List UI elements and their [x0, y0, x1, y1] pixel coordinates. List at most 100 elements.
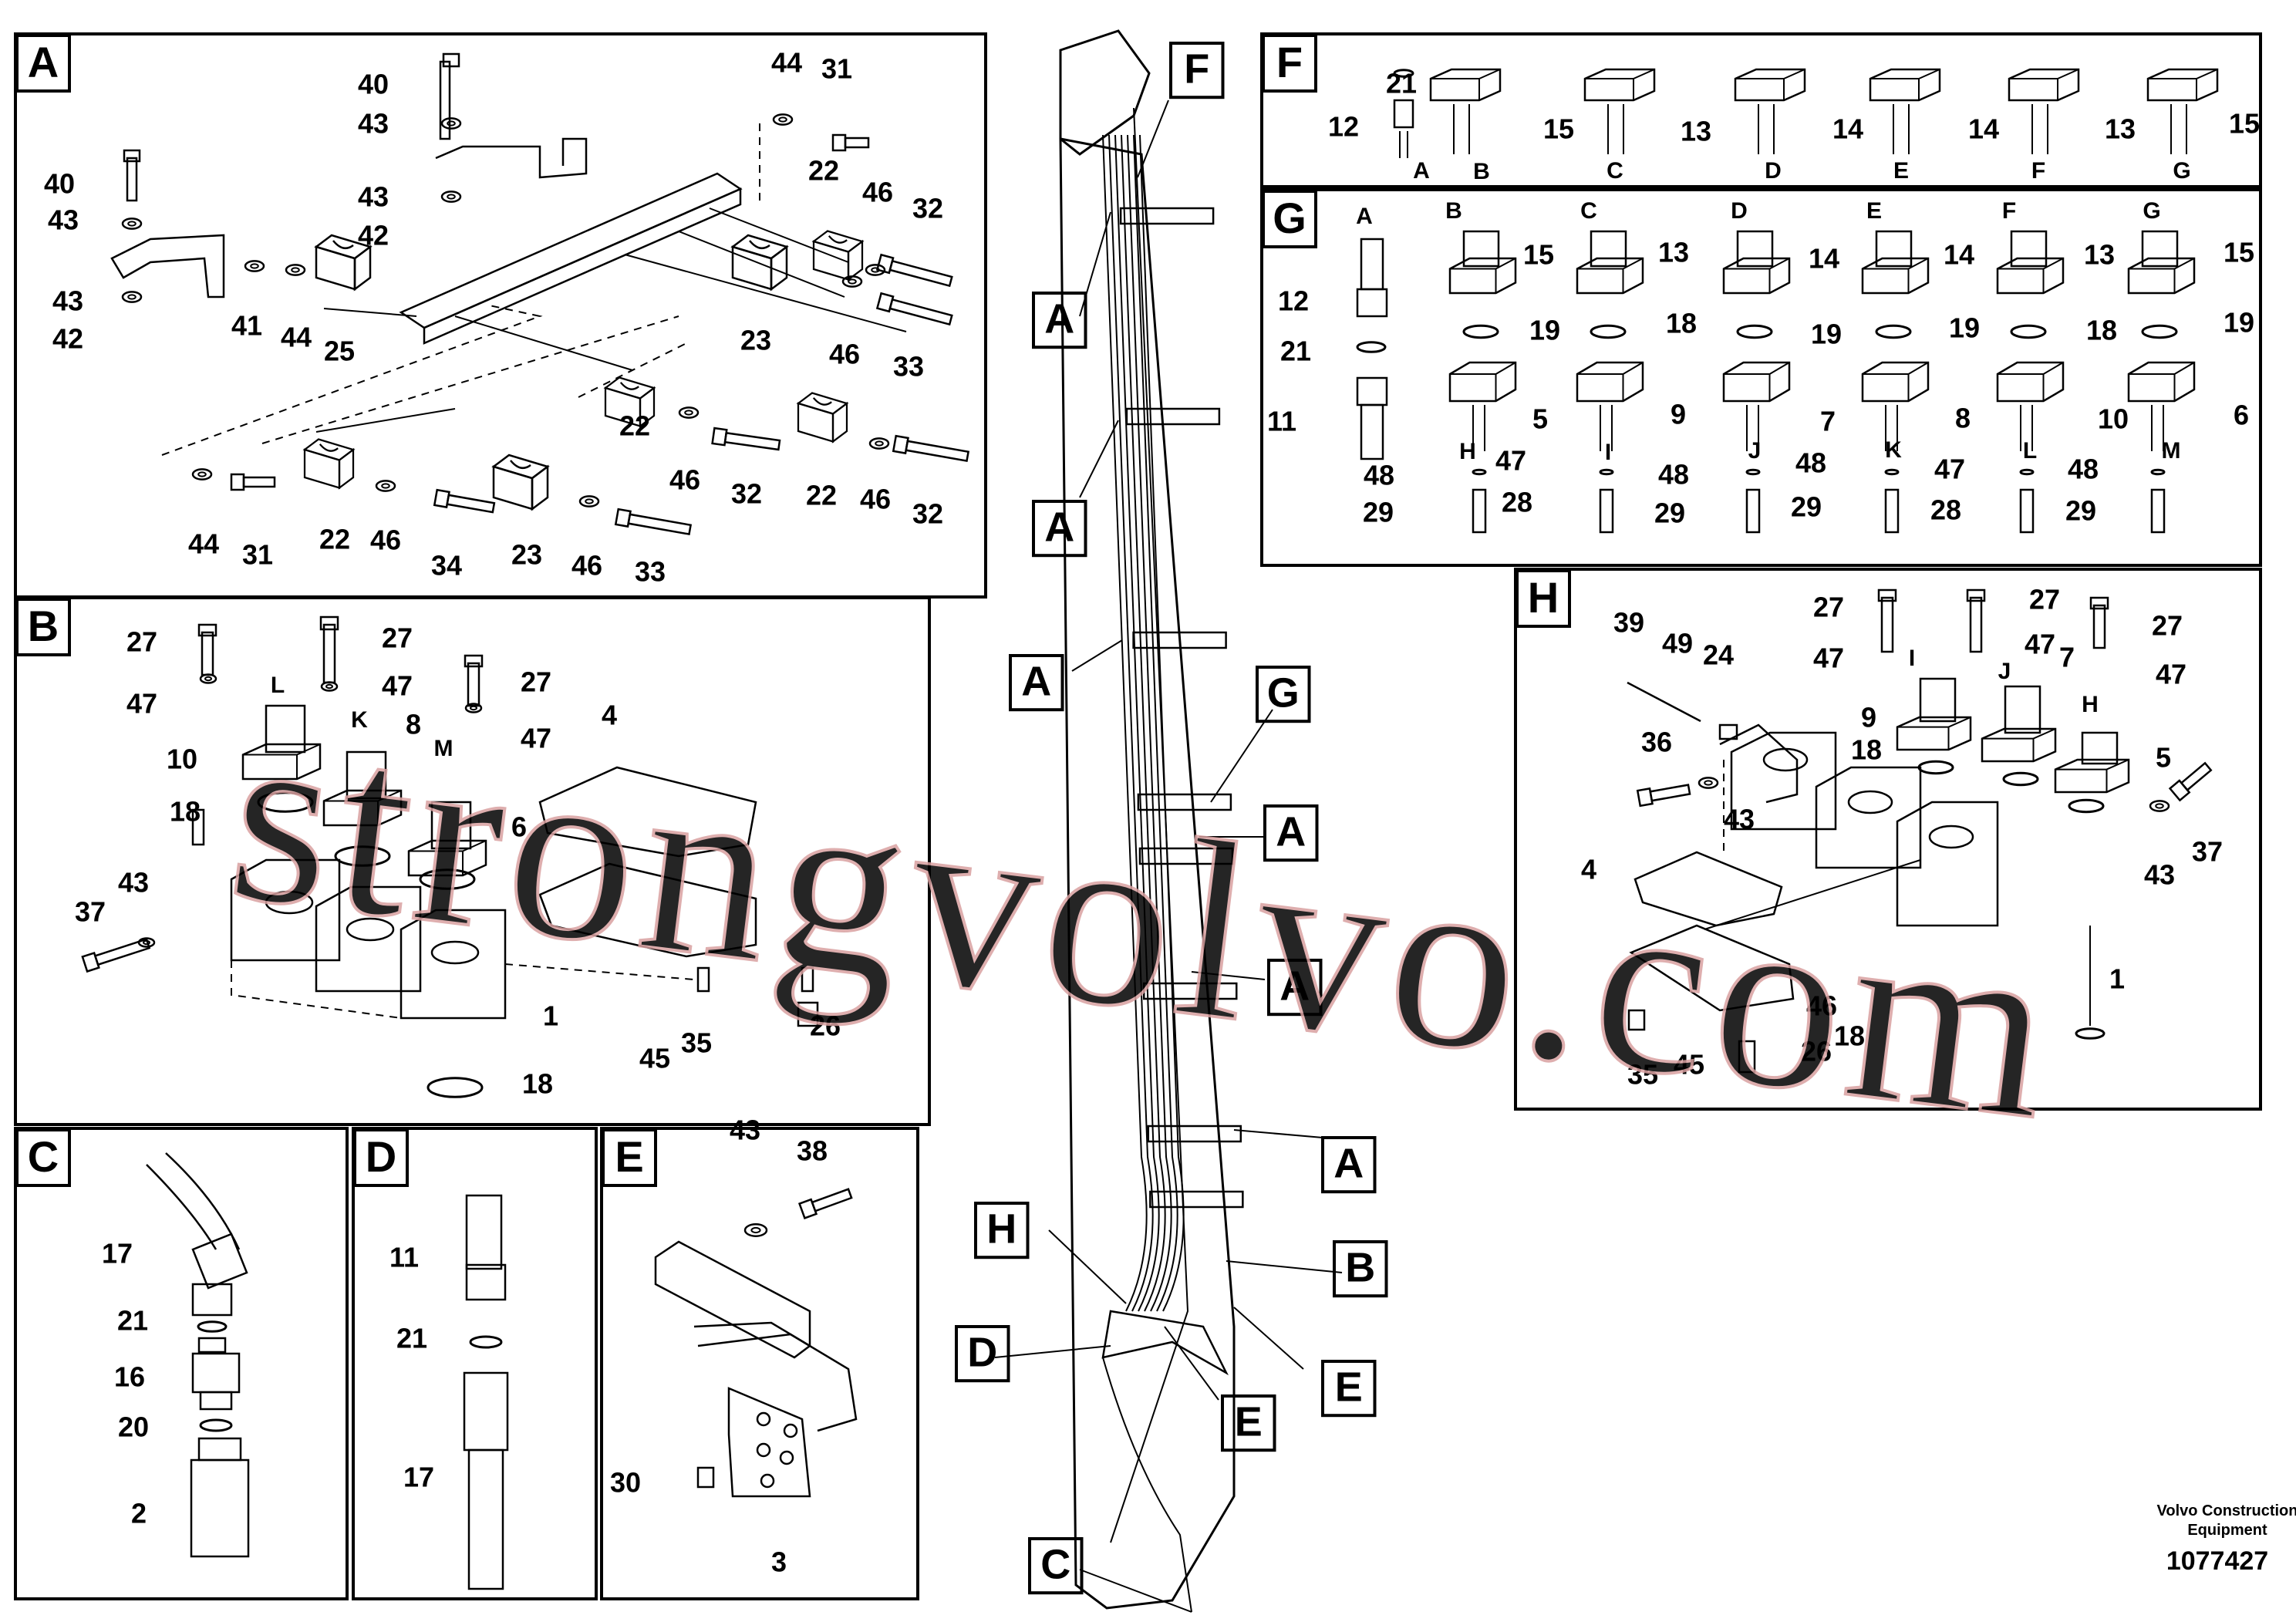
panel-a-label-1: 43 [358, 108, 389, 140]
panel-a-label-24: 32 [912, 498, 943, 530]
panel-g-label-5: F [2002, 198, 2016, 224]
boom-callout-1-box [1032, 292, 1087, 349]
panel-h-label-13: 9 [1861, 702, 1876, 733]
panel-h-label-22: 46 [1806, 990, 1837, 1022]
panel-d-frame [352, 1127, 598, 1600]
panel-g-label-21: 11 [1267, 406, 1296, 437]
panel-a-label-12: 42 [52, 323, 83, 355]
panel-f-label-0: 21 [1386, 68, 1417, 99]
panel-g-frame [1260, 188, 2262, 567]
panel-e-label-2: 30 [610, 1467, 641, 1499]
panel-f-label-7: D [1765, 158, 1782, 184]
panel-b-label-13: 4 [602, 700, 617, 731]
panel-b-label-7: K [351, 707, 368, 733]
drawing-number: 1077427 [2166, 1546, 2268, 1576]
panel-g-label-26: 10 [2098, 403, 2129, 435]
panel-h-label-3: 27 [1813, 592, 1844, 623]
panel-b-label-1: 47 [126, 688, 157, 720]
panel-e-letter-box [602, 1128, 657, 1187]
panel-h-label-25: 26 [1801, 1036, 1832, 1067]
panel-g-label-33: M [2162, 438, 2181, 464]
panel-h-label-18: 4 [1581, 854, 1596, 885]
panel-d-label-2: 17 [403, 1462, 434, 1493]
panel-a-label-26: 31 [242, 539, 273, 571]
panel-a-label-27: 22 [319, 524, 350, 555]
panel-f-letter-box [1262, 34, 1317, 93]
panel-a-label-21: 32 [731, 478, 762, 510]
boom-callout-2-box [1032, 500, 1087, 558]
panel-h-label-11: 7 [2059, 642, 2075, 673]
panel-b-label-4: 27 [521, 666, 551, 698]
panel-g-label-39: 48 [2068, 454, 2099, 485]
panel-g-label-4: E [1866, 198, 1882, 224]
panel-h-label-4: 27 [2029, 584, 2060, 615]
panel-a-label-23: 46 [860, 484, 891, 515]
panel-e-letter: E [615, 1132, 643, 1181]
panel-b-letter-box [15, 598, 71, 656]
panel-f-label-5: C [1607, 158, 1623, 184]
panel-b-label-10: 10 [167, 744, 197, 775]
panel-a-label-10: 32 [912, 193, 943, 224]
panel-f-label-3: B [1473, 159, 1490, 184]
panel-b-label-9: M [434, 736, 453, 761]
boom-callout-4-box [1256, 666, 1311, 723]
panel-h-label-17: 43 [1724, 804, 1755, 835]
panel-b-label-18: 35 [681, 1027, 712, 1059]
panel-a-label-15: 25 [324, 336, 355, 367]
panel-h-label-1: 49 [1662, 628, 1693, 659]
panel-a-label-0: 40 [358, 69, 389, 100]
panel-a-label-20: 46 [669, 464, 700, 496]
panel-h-label-26: 18 [1834, 1020, 1865, 1052]
panel-c-frame [14, 1127, 349, 1600]
boom-callout-9: B [1345, 1244, 1375, 1290]
panel-g-label-12: 15 [2224, 237, 2254, 268]
boom-callout-3-box [1009, 654, 1064, 712]
panel-b-label-2: 27 [382, 622, 413, 654]
panel-a-label-6: 43 [358, 181, 389, 213]
panel-g-label-30: J [1748, 438, 1762, 464]
panel-a-label-9: 46 [862, 177, 893, 208]
panel-a-label-3: 31 [821, 53, 852, 85]
panel-g-label-3: D [1731, 198, 1748, 224]
panel-a-label-22: 22 [806, 480, 837, 511]
panel-b-label-6: L [271, 673, 285, 698]
boom-callout-0-box [1169, 42, 1225, 99]
panel-h-label-2: 24 [1703, 639, 1734, 671]
panel-a-label-13: 41 [231, 310, 262, 342]
boom-callout-5-box [1263, 804, 1319, 862]
panel-a-label-8: 22 [808, 155, 839, 187]
boom-callout-2: A [1044, 504, 1074, 550]
panel-h-label-16: 36 [1641, 727, 1672, 758]
panel-h-label-12: H [2082, 692, 2099, 717]
panel-e-label-0: 43 [730, 1114, 760, 1146]
panel-h-label-10: J [1998, 659, 2011, 684]
panel-c-label-2: 16 [114, 1361, 145, 1393]
panel-a-label-30: 23 [511, 539, 542, 571]
panel-a-letter: A [28, 38, 59, 86]
panel-h-frame [1514, 568, 2262, 1111]
panel-b-frame [14, 596, 931, 1126]
panel-h-label-23: 35 [1627, 1059, 1658, 1091]
panel-c-label-0: 17 [102, 1238, 133, 1270]
panel-g-label-36: 48 [1658, 459, 1689, 491]
panel-g-label-40: 29 [1363, 497, 1394, 528]
panel-a-label-7: 42 [358, 220, 389, 251]
boom-callout-7: A [1333, 1140, 1364, 1186]
panel-a-label-29: 34 [431, 550, 462, 582]
boom-callout-0: F [1184, 46, 1209, 92]
panel-g-label-38: 47 [1934, 454, 1965, 485]
panel-g-label-27: 6 [2234, 400, 2249, 431]
panel-a-label-11: 43 [52, 285, 83, 317]
panel-g-label-7: 15 [1523, 239, 1554, 271]
panel-a-label-25: 44 [188, 528, 219, 560]
panel-g-label-23: 9 [1671, 399, 1686, 430]
panel-f-label-2: A [1413, 158, 1430, 184]
panel-a-label-2: 44 [771, 47, 802, 79]
panel-b-label-8: 8 [406, 709, 421, 740]
panel-a-label-4: 40 [44, 168, 75, 200]
panel-a-label-28: 46 [370, 524, 401, 556]
boom-callout-5: A [1276, 808, 1306, 855]
boom-callout-10-box [955, 1325, 1010, 1383]
panel-c-label-3: 20 [118, 1411, 149, 1443]
panel-d-label-1: 21 [396, 1323, 427, 1354]
